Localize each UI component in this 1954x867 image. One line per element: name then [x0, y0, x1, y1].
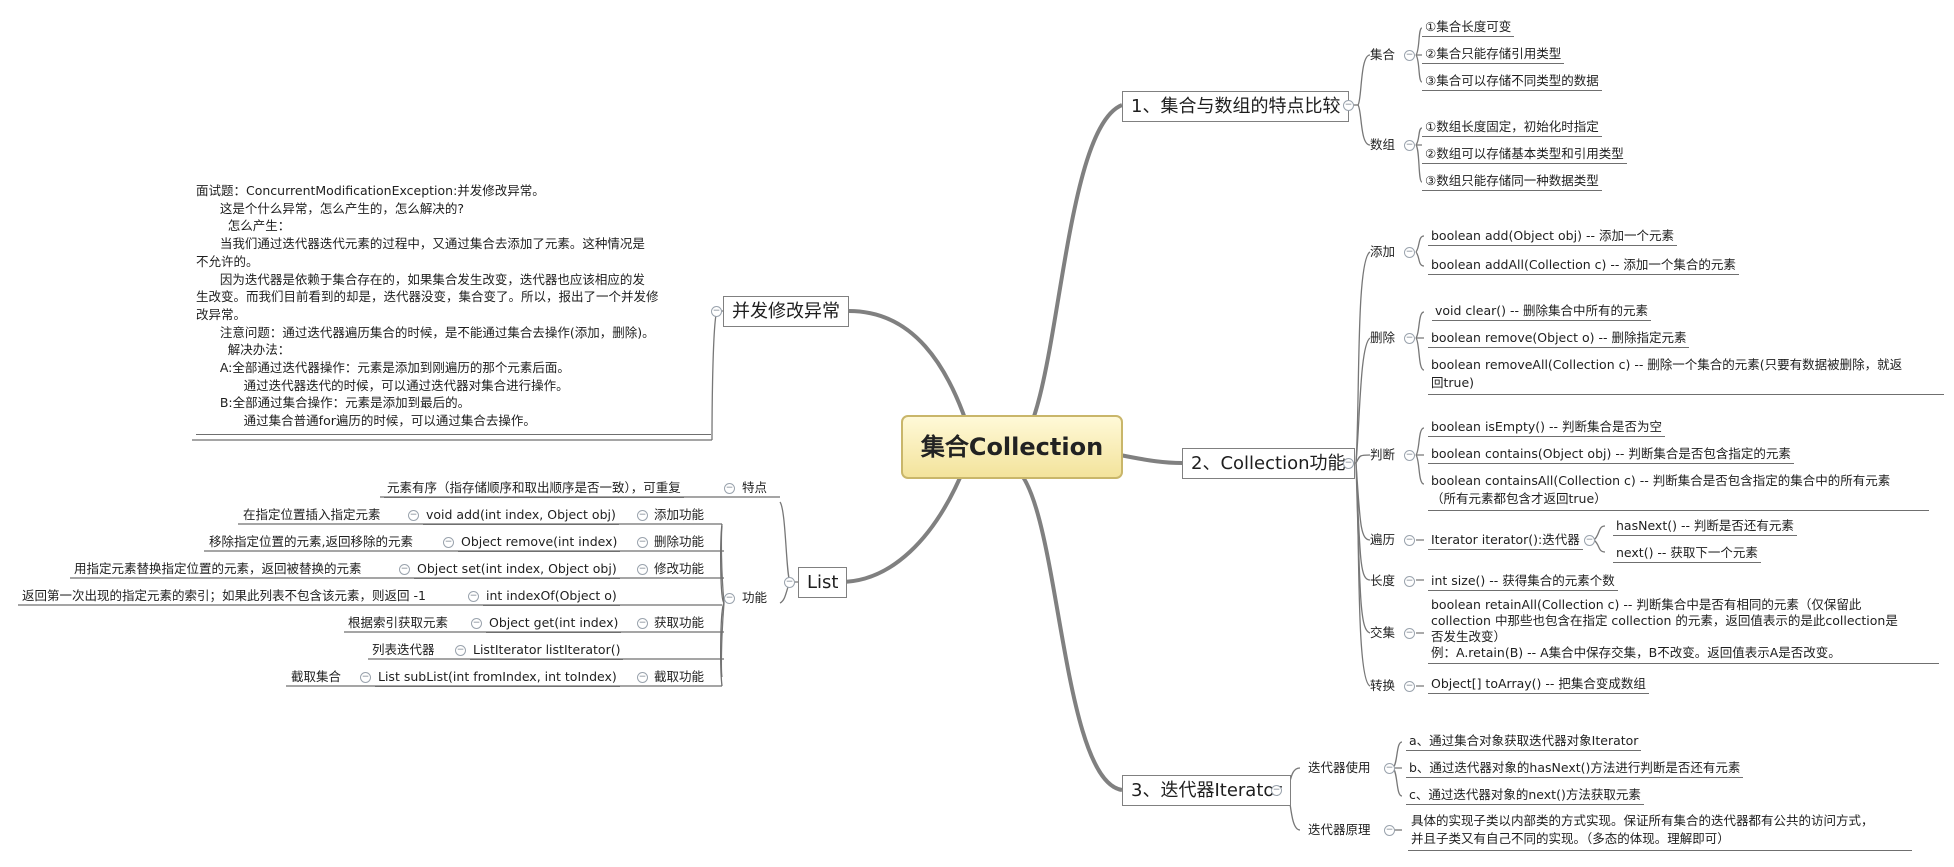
collapse-toggle-icon[interactable]: − — [1343, 100, 1354, 111]
central-topic[interactable]: 集合Collection — [901, 415, 1123, 479]
remove-method[interactable]: boolean remove(Object o) -- 删除指定元素 — [1428, 330, 1690, 348]
list-feature-text[interactable]: 元素有序（指存储顺序和取出顺序是否一致），可重复 — [384, 480, 684, 498]
category-modify[interactable]: 修改功能 — [654, 561, 705, 576]
collapse-toggle-icon[interactable]: − — [468, 591, 479, 602]
list-add-method[interactable]: void add(int index, Object obj) — [423, 507, 619, 525]
array-feature-1[interactable]: ①数组长度固定，初始化时指定 — [1422, 119, 1602, 137]
collapse-toggle-icon[interactable]: − — [724, 483, 735, 494]
list-remove-desc[interactable]: 移除指定位置的元素,返回移除的元素 — [209, 534, 413, 549]
group-label-length[interactable]: 长度 — [1370, 573, 1396, 588]
topic-1-title[interactable]: 1、集合与数组的特点比较 — [1122, 91, 1350, 122]
group-label-convert[interactable]: 转换 — [1370, 678, 1396, 693]
usage-step-b[interactable]: b、通过迭代器对象的hasNext()方法进行判断是否还有元素 — [1406, 760, 1744, 778]
group-label-function[interactable]: 功能 — [742, 590, 768, 605]
list-add-desc[interactable]: 在指定位置插入指定元素 — [243, 507, 381, 522]
collapse-toggle-icon[interactable]: − — [1404, 450, 1415, 461]
toarray-method[interactable]: Object[] toArray() -- 把集合变成数组 — [1428, 676, 1649, 694]
collapse-toggle-icon[interactable]: − — [1404, 140, 1415, 151]
group-label-collection[interactable]: 集合 — [1370, 47, 1396, 62]
collection-feature-2[interactable]: ②集合只能存储引用类型 — [1422, 46, 1565, 64]
hasnext-method[interactable]: hasNext() -- 判断是否还有元素 — [1613, 518, 1797, 536]
iterator-method[interactable]: Iterator iterator():迭代器 — [1428, 532, 1583, 550]
topic-3-title[interactable]: 3、迭代器Iterator — [1122, 775, 1291, 806]
concurrent-modification-note: 面试题：ConcurrentModificationException:并发修改… — [196, 182, 711, 435]
group-label-intersection[interactable]: 交集 — [1370, 625, 1396, 640]
collapse-toggle-icon[interactable]: − — [1384, 825, 1395, 836]
group-label-iterate[interactable]: 遍历 — [1370, 532, 1396, 547]
collapse-toggle-icon[interactable]: − — [1404, 247, 1415, 258]
iterator-principle-text[interactable]: 具体的实现子类以内部类的方式实现。保证所有集合的迭代器都有公共的访问方式，并且子… — [1408, 812, 1912, 851]
collapse-toggle-icon[interactable]: − — [1384, 763, 1395, 774]
collapse-toggle-icon[interactable]: − — [1404, 628, 1415, 639]
containsall-method[interactable]: boolean containsAll(Collection c) -- 判断集… — [1428, 472, 1929, 511]
collapse-toggle-icon[interactable]: − — [1343, 458, 1354, 469]
list-sublist-desc[interactable]: 截取集合 — [291, 669, 342, 684]
next-method[interactable]: next() -- 获取下一个元素 — [1613, 545, 1761, 563]
collapse-toggle-icon[interactable]: − — [724, 593, 735, 604]
list-set-desc[interactable]: 用指定元素替换指定位置的元素，返回被替换的元素 — [74, 561, 362, 576]
isempty-method[interactable]: boolean isEmpty() -- 判断集合是否为空 — [1428, 419, 1665, 437]
category-add[interactable]: 添加功能 — [654, 507, 705, 522]
list-indexof-desc[interactable]: 返回第一次出现的指定元素的索引；如果此列表不包含该元素，则返回 -1 — [22, 588, 426, 603]
collapse-toggle-icon[interactable]: − — [1404, 50, 1415, 61]
topic-list[interactable]: List — [798, 567, 848, 598]
collection-feature-1[interactable]: ①集合长度可变 — [1422, 19, 1515, 37]
usage-step-c[interactable]: c、通过迭代器对象的next()方法获取元素 — [1406, 787, 1644, 805]
clear-method[interactable]: void clear() -- 删除集合中所有的元素 — [1432, 303, 1651, 321]
list-listiterator-desc[interactable]: 列表迭代器 — [372, 642, 435, 657]
usage-step-a[interactable]: a、通过集合对象获取迭代器对象Iterator — [1406, 733, 1642, 751]
group-label-array[interactable]: 数组 — [1370, 137, 1396, 152]
collapse-toggle-icon[interactable]: − — [711, 306, 722, 317]
group-label-feature[interactable]: 特点 — [742, 480, 768, 495]
size-method[interactable]: int size() -- 获得集合的元素个数 — [1428, 573, 1618, 591]
collapse-toggle-icon[interactable]: − — [1404, 681, 1415, 692]
collapse-toggle-icon[interactable]: − — [443, 537, 454, 548]
collapse-toggle-icon[interactable]: − — [471, 618, 482, 629]
retainall-method[interactable]: boolean retainAll(Collection c) -- 判断集合中… — [1428, 597, 1939, 664]
group-label-judge[interactable]: 判断 — [1370, 447, 1396, 462]
collapse-toggle-icon[interactable]: − — [637, 564, 648, 575]
list-set-method[interactable]: Object set(int index, Object obj) — [414, 561, 620, 579]
topic-concurrent-modification[interactable]: 并发修改异常 — [723, 296, 849, 327]
collapse-toggle-icon[interactable]: − — [1404, 333, 1415, 344]
group-label-iterator-usage[interactable]: 迭代器使用 — [1308, 760, 1371, 775]
topic-2-title[interactable]: 2、Collection功能 — [1182, 448, 1355, 479]
collapse-toggle-icon[interactable]: − — [408, 510, 419, 521]
collapse-toggle-icon[interactable]: − — [637, 672, 648, 683]
category-sublist[interactable]: 截取功能 — [654, 669, 705, 684]
list-indexof-method[interactable]: int indexOf(Object o) — [483, 588, 620, 606]
addall-method[interactable]: boolean addAll(Collection c) -- 添加一个集合的元… — [1428, 257, 1739, 275]
array-feature-3[interactable]: ③数组只能存储同一种数据类型 — [1422, 173, 1602, 191]
list-listiterator-method[interactable]: ListIterator listIterator() — [470, 642, 624, 660]
collapse-toggle-icon[interactable]: − — [784, 577, 795, 588]
list-get-method[interactable]: Object get(int index) — [486, 615, 622, 633]
collapse-toggle-icon[interactable]: − — [637, 618, 648, 629]
category-delete[interactable]: 删除功能 — [654, 534, 705, 549]
array-feature-2[interactable]: ②数组可以存储基本类型和引用类型 — [1422, 146, 1627, 164]
collapse-toggle-icon[interactable]: − — [637, 510, 648, 521]
list-remove-method[interactable]: Object remove(int index) — [458, 534, 621, 552]
collapse-toggle-icon[interactable]: − — [1584, 535, 1595, 546]
collapse-toggle-icon[interactable]: − — [360, 672, 371, 683]
collapse-toggle-icon[interactable]: − — [455, 645, 466, 656]
collection-feature-3[interactable]: ③集合可以存储不同类型的数据 — [1422, 73, 1602, 91]
group-label-iterator-principle[interactable]: 迭代器原理 — [1308, 822, 1371, 837]
contains-method[interactable]: boolean contains(Object obj) -- 判断集合是否包含… — [1428, 446, 1794, 464]
category-get[interactable]: 获取功能 — [654, 615, 705, 630]
add-method[interactable]: boolean add(Object obj) -- 添加一个元素 — [1428, 228, 1677, 246]
group-label-add[interactable]: 添加 — [1370, 244, 1396, 259]
collapse-toggle-icon[interactable]: − — [1404, 576, 1415, 587]
collapse-toggle-icon[interactable]: − — [399, 564, 410, 575]
collapse-toggle-icon[interactable]: − — [637, 537, 648, 548]
list-sublist-method[interactable]: List subList(int fromIndex, int toIndex) — [375, 669, 620, 687]
removeall-method[interactable]: boolean removeAll(Collection c) -- 删除一个集… — [1428, 356, 1944, 395]
group-label-delete[interactable]: 删除 — [1370, 330, 1396, 345]
collapse-toggle-icon[interactable]: − — [1404, 535, 1415, 546]
collapse-toggle-icon[interactable]: − — [1271, 785, 1282, 796]
list-get-desc[interactable]: 根据索引获取元素 — [348, 615, 449, 630]
